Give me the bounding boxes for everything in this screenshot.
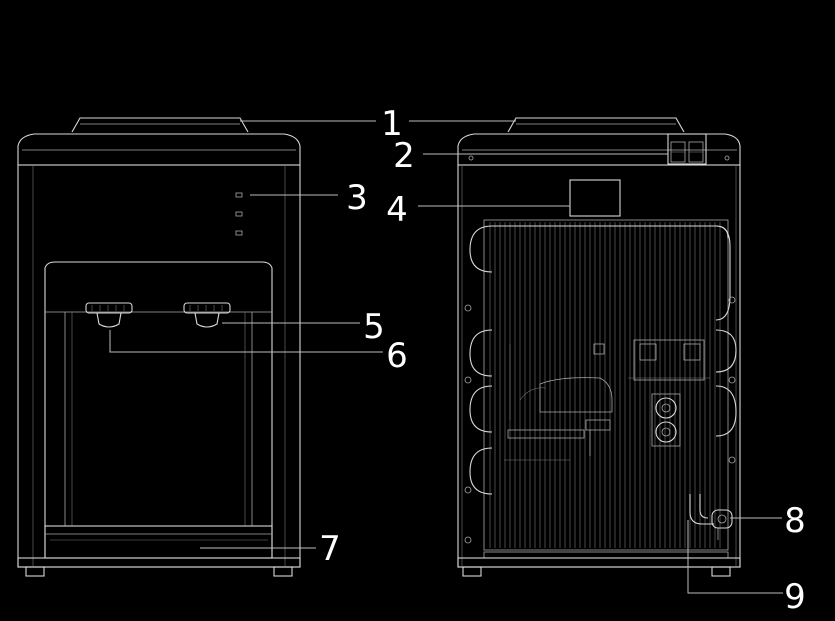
back-view bbox=[457, 117, 741, 577]
power-switches bbox=[667, 133, 707, 165]
faucet-left bbox=[85, 302, 133, 328]
drip-tray bbox=[44, 525, 273, 559]
callout-4: 4 bbox=[386, 190, 408, 230]
dispensing-recess bbox=[44, 261, 273, 559]
leader-lines bbox=[109, 120, 783, 594]
callout-8: 8 bbox=[784, 501, 806, 541]
condenser-panel bbox=[483, 219, 729, 551]
back-top-cap bbox=[507, 117, 685, 133]
callout-7: 7 bbox=[319, 529, 341, 569]
back-foot-left bbox=[462, 566, 482, 577]
drain-valve bbox=[689, 494, 733, 540]
faucet-right bbox=[183, 302, 231, 328]
back-top-shoulder bbox=[457, 133, 741, 166]
front-top-shoulder bbox=[17, 133, 301, 166]
condenser-coil bbox=[469, 225, 737, 495]
indicator-lights bbox=[235, 192, 243, 236]
callout-1: 1 bbox=[381, 104, 403, 144]
front-foot-left bbox=[25, 566, 45, 577]
condenser-grid bbox=[489, 222, 721, 548]
callout-9: 9 bbox=[784, 577, 806, 617]
callout-numbers: 1 2 3 4 5 6 7 8 9 bbox=[319, 104, 806, 617]
front-body bbox=[17, 164, 301, 568]
callout-6: 6 bbox=[386, 336, 408, 376]
callout-3: 3 bbox=[346, 178, 368, 218]
callout-5: 5 bbox=[363, 307, 385, 347]
thermostat-block bbox=[628, 339, 710, 381]
rating-label bbox=[569, 179, 621, 217]
callout-2: 2 bbox=[393, 136, 415, 176]
compressor bbox=[504, 377, 613, 461]
front-base bbox=[17, 557, 301, 568]
back-base bbox=[457, 557, 741, 568]
front-foot-right bbox=[273, 566, 293, 577]
front-view bbox=[17, 117, 301, 577]
fan-unit bbox=[651, 393, 681, 447]
front-top-cap bbox=[71, 117, 249, 133]
back-foot-right bbox=[711, 566, 731, 577]
